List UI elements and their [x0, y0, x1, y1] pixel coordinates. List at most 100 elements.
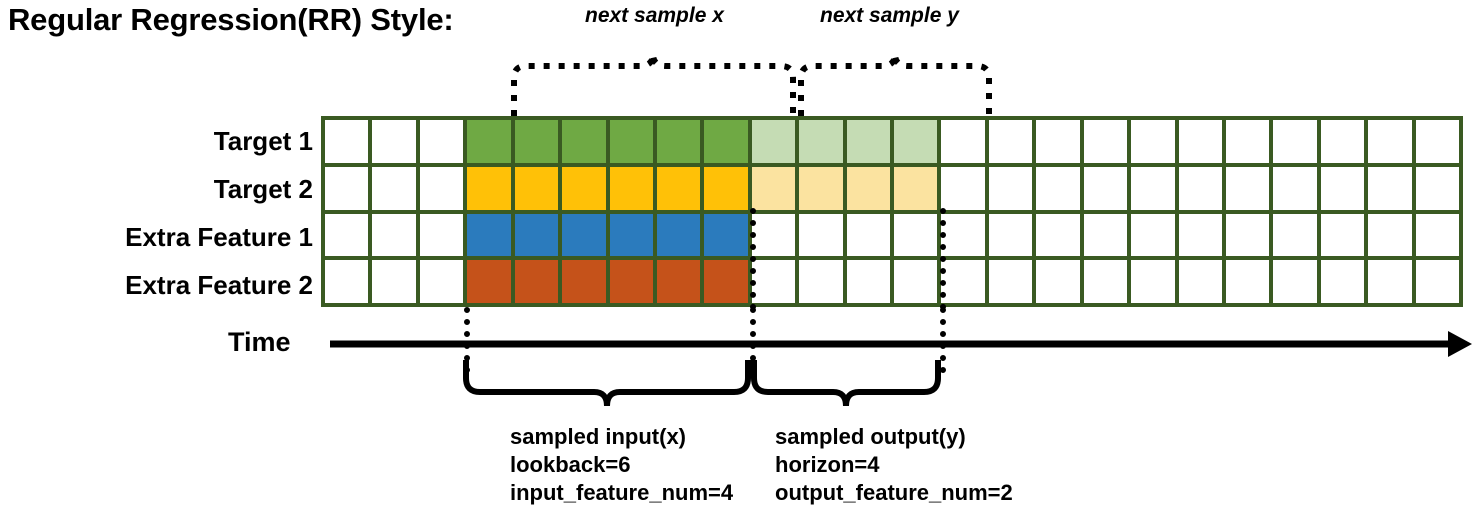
grid-cell-extra-feature-2-22: [1368, 260, 1412, 303]
grid-cell-target-1-23: [1415, 120, 1459, 163]
grid-cell-target-1-2: [419, 120, 464, 163]
grid-cell-extra-feature-2-23: [1415, 260, 1459, 303]
grid-cell-target-2-4: [514, 166, 559, 210]
grid-cell-extra-feature-1-12: [894, 213, 938, 257]
grid-cell-extra-feature-1-16: [1083, 213, 1128, 257]
grid-cell-extra-feature-2-5: [562, 260, 606, 303]
grid-cell-extra-feature-1-1: [372, 213, 416, 257]
grid-cell-extra-feature-1-14: [988, 213, 1033, 257]
grid-cell-target-1-13: [941, 120, 985, 163]
grid-cell-target-2-15: [1036, 166, 1080, 210]
grid-cell-target-1-0: [325, 120, 369, 163]
grid-cell-extra-feature-1-7: [656, 213, 701, 257]
grid-cell-target-2-13: [941, 166, 985, 210]
grid-cell-extra-feature-2-8: [704, 260, 748, 303]
grid-cell-target-2-5: [562, 166, 606, 210]
grid-cell-target-1-6: [609, 120, 653, 163]
grid-cell-target-2-8: [704, 166, 748, 210]
grid-cell-extra-feature-1-10: [799, 213, 843, 257]
grid-cell-target-2-11: [846, 166, 890, 210]
grid-cell-target-2-17: [1131, 166, 1175, 210]
grid-cell-extra-feature-1-18: [1178, 213, 1222, 257]
grid-cell-extra-feature-1-21: [1320, 213, 1365, 257]
grid-cell-extra-feature-2-13: [941, 260, 985, 303]
grid-cell-target-2-22: [1368, 166, 1412, 210]
grid-cell-extra-feature-2-14: [988, 260, 1033, 303]
grid-cell-target-1-10: [799, 120, 843, 163]
bottom-brace-output: [751, 360, 941, 407]
grid-cell-extra-feature-2-16: [1083, 260, 1128, 303]
grid-cell-extra-feature-2-19: [1225, 260, 1270, 303]
grid-cell-extra-feature-2-2: [419, 260, 464, 303]
grid-cell-target-1-12: [894, 120, 938, 163]
guide-input-start: [464, 307, 470, 373]
grid-cell-target-2-7: [656, 166, 701, 210]
next-sample-x-label: next sample x: [585, 4, 724, 27]
grid-cell-target-1-4: [514, 120, 559, 163]
grid-cell-target-2-3: [467, 166, 511, 210]
grid-cell-target-1-14: [988, 120, 1033, 163]
grid-cell-extra-feature-2-15: [1036, 260, 1080, 303]
row-label-target-1: Target 1: [213, 126, 313, 156]
grid-cell-extra-feature-2-20: [1273, 260, 1317, 303]
grid-cell-extra-feature-1-2: [419, 213, 464, 257]
grid-cell-target-1-5: [562, 120, 606, 163]
grid-cell-extra-feature-2-12: [894, 260, 938, 303]
grid-cell-extra-feature-2-9: [751, 260, 796, 303]
grid-cell-extra-feature-1-15: [1036, 213, 1080, 257]
grid-cell-target-1-18: [1178, 120, 1222, 163]
row-label-extra-feature-2: Extra Feature 2: [125, 270, 313, 300]
grid-cell-extra-feature-2-1: [372, 260, 416, 303]
grid-cell-extra-feature-1-0: [325, 213, 369, 257]
grid-cell-target-2-2: [419, 166, 464, 210]
grid-cell-target-1-20: [1273, 120, 1317, 163]
grid-cell-target-1-8: [704, 120, 748, 163]
grid-cell-extra-feature-1-9: [751, 213, 796, 257]
sampled-input-title: sampled input(x): [510, 424, 687, 449]
sampled-output-caption: sampled output(y) horizon=4 output_featu…: [775, 423, 1013, 507]
grid-cell-extra-feature-1-17: [1131, 213, 1175, 257]
bottom-brace-input: [463, 360, 751, 407]
grid-cell-target-1-11: [846, 120, 890, 163]
row-label-extra-feature-1: Extra Feature 1: [125, 222, 313, 252]
guide-mid-input-end: [750, 208, 756, 310]
grid-cell-extra-feature-2-17: [1131, 260, 1175, 303]
grid-cell-target-2-16: [1083, 166, 1128, 210]
grid-cell-target-2-21: [1320, 166, 1365, 210]
grid-cell-target-2-20: [1273, 166, 1317, 210]
grid-cell-extra-feature-2-4: [514, 260, 559, 303]
grid-cell-extra-feature-2-11: [846, 260, 890, 303]
sampled-output-title: sampled output(y): [775, 424, 966, 449]
grid-cell-target-1-22: [1368, 120, 1412, 163]
sampled-output-horizon: horizon=4: [775, 452, 880, 478]
page-title: Regular Regression(RR) Style:: [8, 2, 454, 37]
grid-cell-target-2-6: [609, 166, 653, 210]
grid-cell-target-2-12: [894, 166, 938, 210]
grid-cell-extra-feature-1-8: [704, 213, 748, 257]
grid-cell-extra-feature-1-19: [1225, 213, 1270, 257]
grid-cell-extra-feature-1-5: [562, 213, 606, 257]
grid-cell-extra-feature-1-13: [941, 213, 985, 257]
grid-cell-target-2-10: [799, 166, 843, 210]
grid-cell-extra-feature-2-7: [656, 260, 701, 303]
grid-cell-target-1-15: [1036, 120, 1080, 163]
grid-cell-target-2-14: [988, 166, 1033, 210]
grid-cell-extra-feature-2-0: [325, 260, 369, 303]
sampled-input-featnum: input_feature_num=4: [510, 480, 734, 506]
sampled-output-featnum: output_feature_num=2: [775, 480, 1013, 506]
grid-cell-target-2-23: [1415, 166, 1459, 210]
grid-cell-extra-feature-1-4: [514, 213, 559, 257]
grid-cell-extra-feature-2-21: [1320, 260, 1365, 303]
grid-cell-target-1-19: [1225, 120, 1270, 163]
row-label-target-2: Target 2: [213, 174, 313, 204]
time-axis-arrow: [330, 331, 1472, 357]
grid-cell-extra-feature-1-23: [1415, 213, 1459, 257]
grid-cell-target-2-9: [751, 166, 796, 210]
grid-cell-target-1-21: [1320, 120, 1365, 163]
top-brace-x: [511, 53, 796, 116]
grid-cell-target-1-7: [656, 120, 701, 163]
grid-cell-extra-feature-2-6: [609, 260, 653, 303]
grid-cell-target-2-0: [325, 166, 369, 210]
timeseries-grid: [321, 116, 1463, 307]
